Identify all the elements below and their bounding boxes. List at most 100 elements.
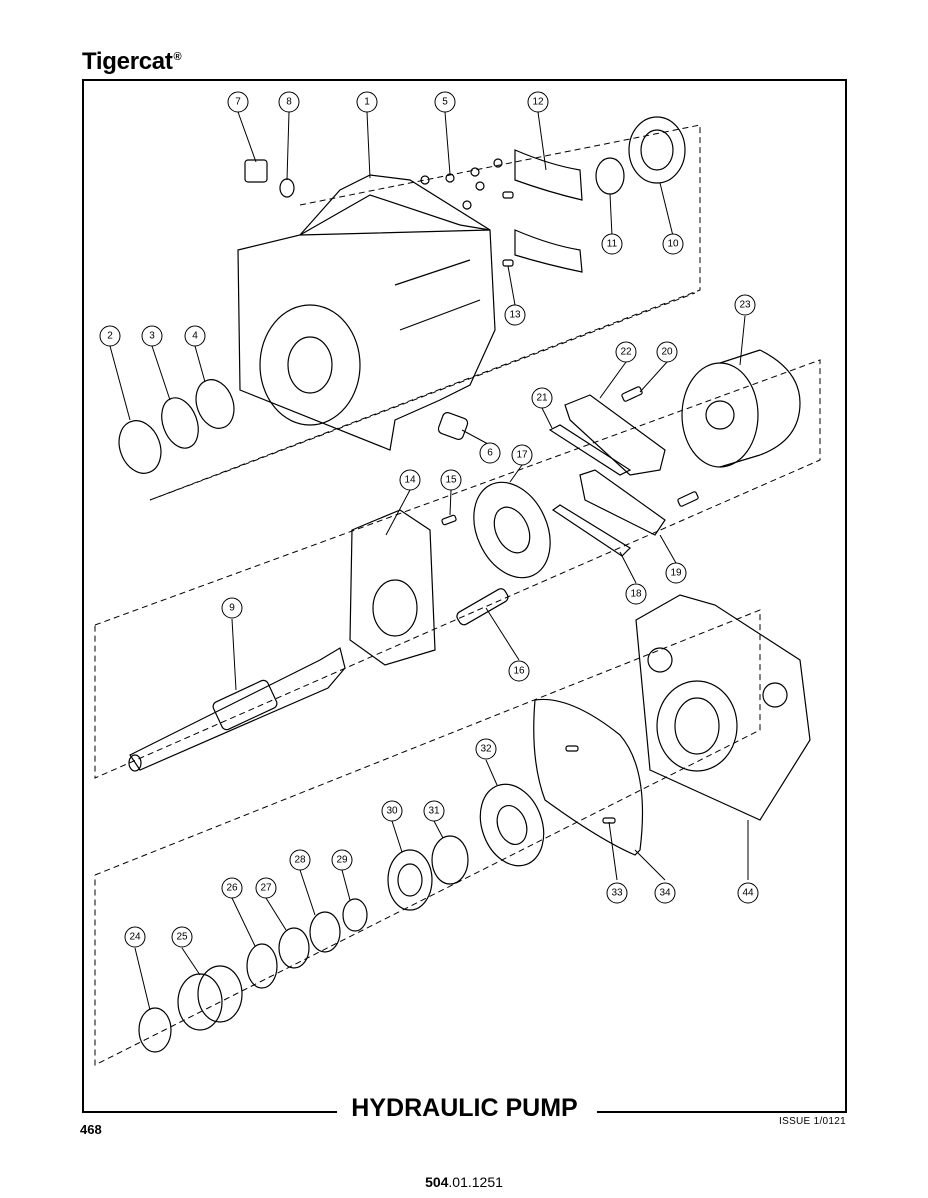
callout-22: 22 xyxy=(615,341,637,363)
pump-housing-part xyxy=(237,174,496,451)
callout-31: 31 xyxy=(423,800,445,822)
callout-3: 3 xyxy=(141,325,163,347)
callout-17: 17 xyxy=(511,444,533,466)
svg-text:10: 10 xyxy=(667,239,679,250)
svg-text:15: 15 xyxy=(445,475,457,486)
callout-14: 14 xyxy=(399,469,421,491)
svg-text:30: 30 xyxy=(386,806,398,817)
callout-20: 20 xyxy=(656,341,678,363)
svg-text:9: 9 xyxy=(229,603,235,614)
housing-plug-part xyxy=(437,412,469,440)
svg-text:22: 22 xyxy=(620,347,632,358)
issue-label: ISSUE 1/0121 xyxy=(779,1116,846,1127)
svg-text:17: 17 xyxy=(516,450,528,461)
page-title: HYDRAULIC PUMP xyxy=(351,1094,578,1122)
callout-27: 27 xyxy=(255,877,277,899)
callout-8: 8 xyxy=(278,91,300,113)
svg-text:26: 26 xyxy=(226,883,238,894)
svg-text:2: 2 xyxy=(107,331,113,342)
svg-text:16: 16 xyxy=(513,666,525,677)
svg-text:31: 31 xyxy=(428,806,440,817)
svg-text:1: 1 xyxy=(364,97,370,108)
callout-7: 7 xyxy=(227,91,249,113)
callout-32: 32 xyxy=(475,738,497,760)
brand-name: Tigercat xyxy=(82,48,173,75)
svg-text:13: 13 xyxy=(509,310,521,321)
svg-text:24: 24 xyxy=(129,932,141,943)
callout-4: 4 xyxy=(184,325,206,347)
svg-text:14: 14 xyxy=(404,475,416,486)
document-number: 504.01.1251 xyxy=(0,1174,928,1190)
trademark-symbol: ® xyxy=(173,51,182,63)
callout-5: 5 xyxy=(434,91,456,113)
small-o-ring-parts xyxy=(420,158,503,210)
svg-text:21: 21 xyxy=(536,393,548,404)
page-number: 468 xyxy=(80,1122,102,1137)
svg-text:27: 27 xyxy=(260,883,272,894)
callout-10: 10 xyxy=(662,233,684,255)
callout-28: 28 xyxy=(289,849,311,871)
callout-30: 30 xyxy=(381,800,403,822)
drive-shaft-part xyxy=(128,647,346,772)
document-number-rest: .01.1251 xyxy=(448,1174,503,1190)
retaining-plate-part xyxy=(456,481,551,626)
bearing-shell-parts xyxy=(502,149,583,273)
spring-and-washer-parts xyxy=(138,898,368,1053)
end-housing-part xyxy=(635,594,811,821)
callout-18: 18 xyxy=(625,583,647,605)
callout-2: 2 xyxy=(99,325,121,347)
callout-15: 15 xyxy=(440,469,462,491)
cylinder-block-part xyxy=(681,349,801,468)
assembly-outlines xyxy=(94,124,821,1066)
svg-text:19: 19 xyxy=(670,568,682,579)
housing-seal-rings xyxy=(118,379,235,474)
port-plate-part xyxy=(479,783,545,867)
callout-44: 44 xyxy=(737,882,759,904)
callout-26: 26 xyxy=(221,877,243,899)
svg-text:32: 32 xyxy=(480,744,492,755)
swashplate-cradle-parts xyxy=(548,386,699,557)
svg-text:28: 28 xyxy=(294,855,306,866)
svg-text:20: 20 xyxy=(661,347,673,358)
gasket-part xyxy=(533,698,644,856)
svg-text:29: 29 xyxy=(336,855,348,866)
svg-text:12: 12 xyxy=(532,97,544,108)
callout-16: 16 xyxy=(508,660,530,682)
callout-29: 29 xyxy=(331,849,353,871)
svg-text:8: 8 xyxy=(286,97,292,108)
callout-13: 13 xyxy=(504,304,526,326)
svg-text:6: 6 xyxy=(487,448,493,459)
document-number-bold: 504 xyxy=(425,1174,449,1190)
callout-6: 6 xyxy=(479,442,501,464)
callout-34: 34 xyxy=(654,882,676,904)
title-row: HYDRAULIC PUMP xyxy=(82,1094,847,1128)
callout-25: 25 xyxy=(171,926,193,948)
roller-bearing-parts xyxy=(595,116,686,195)
svg-text:11: 11 xyxy=(607,239,618,250)
svg-text:34: 34 xyxy=(659,888,671,899)
callout-24: 24 xyxy=(124,926,146,948)
rear-bearing-parts xyxy=(387,835,469,911)
callout-21: 21 xyxy=(531,387,553,409)
callout-1: 1 xyxy=(356,91,378,113)
svg-text:5: 5 xyxy=(442,97,448,108)
svg-text:3: 3 xyxy=(149,331,155,342)
callout-12: 12 xyxy=(527,91,549,113)
callout-23: 23 xyxy=(734,294,756,316)
diagram-frame xyxy=(82,79,847,1112)
callout-19: 19 xyxy=(665,562,687,584)
swashplate-part xyxy=(349,509,457,666)
callout-11: 11 xyxy=(601,233,623,255)
callout-leaders xyxy=(109,111,749,1011)
callout-9: 9 xyxy=(221,597,243,619)
svg-text:25: 25 xyxy=(176,932,188,943)
svg-text:4: 4 xyxy=(192,331,198,342)
brand-logo: Tigercat® xyxy=(82,48,182,76)
callout-33: 33 xyxy=(606,882,628,904)
svg-text:23: 23 xyxy=(739,300,751,311)
svg-text:18: 18 xyxy=(630,589,642,600)
title-rule-right xyxy=(597,1111,847,1113)
svg-text:7: 7 xyxy=(235,97,241,108)
svg-text:33: 33 xyxy=(611,888,623,899)
